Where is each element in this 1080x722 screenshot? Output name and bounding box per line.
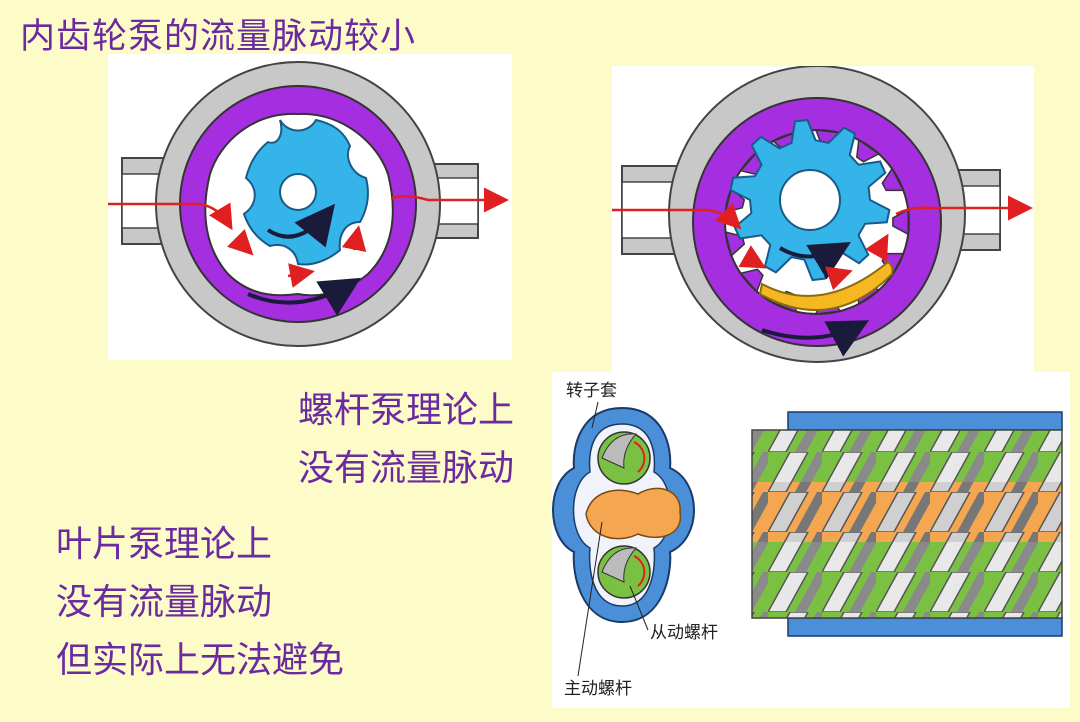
ring-gear-tooth <box>892 208 909 236</box>
chamber-flow-arrow <box>227 229 254 256</box>
vane-pump-note: 叶片泵理论上 没有流量脉动 但实际上无法避免 <box>56 516 344 690</box>
ring-gear-tooth <box>881 167 905 192</box>
driven-screw-leader <box>629 585 649 631</box>
chamber-flow-arrow <box>865 233 889 262</box>
driving-screw-label: 主动螺杆 <box>564 679 632 699</box>
page-title: 内齿轮泵的流量脉动较小 <box>20 17 417 57</box>
screw-pump-line-1: 螺杆泵理论上 <box>298 390 515 431</box>
screw-pump-note: 螺杆泵理论上 没有流量脉动 <box>298 382 514 498</box>
rotor-sleeve-label: 转子套 <box>566 381 617 401</box>
vane-pump-line-1: 叶片泵理论上 <box>56 524 273 565</box>
vane-pump-line-3: 但实际上无法避免 <box>56 640 345 681</box>
driven-screw-lower <box>752 542 1062 618</box>
inner-rotor-shaft <box>279 173 317 211</box>
screw-pump-diagram: 转子套 从动螺杆 主动螺杆 <box>552 372 1070 708</box>
outer-rotation-arrow <box>247 277 361 316</box>
driven-screw-top-flight <box>601 433 638 469</box>
driving-screw-leader <box>577 521 603 677</box>
casing-top <box>787 411 1063 431</box>
gerotor-pump-diagram <box>108 54 512 360</box>
rotation-arrow <box>633 441 646 473</box>
driven-screw-bottom-flight <box>601 547 638 583</box>
driven-screw-label: 从动螺杆 <box>650 623 718 643</box>
driving-screw <box>585 487 682 540</box>
screw-pump-line-2: 没有流量脉动 <box>298 448 515 489</box>
casing-bottom <box>787 617 1063 637</box>
inlet-flow-arrow <box>108 202 233 231</box>
outlet-flow-arrow <box>895 195 1033 221</box>
chamber-flow-arrow <box>738 245 767 269</box>
ring-gear-tooth <box>856 138 881 163</box>
outer-rotation-arrow <box>761 320 870 357</box>
crescent-separator <box>758 260 894 311</box>
chamber-flow-arrow <box>341 225 367 253</box>
crescent-gear-pump-diagram <box>612 65 1034 372</box>
vane-pump-line-2: 没有流量脉动 <box>56 582 273 623</box>
rotor-sleeve-leader <box>591 401 599 429</box>
chamber-flow-arrow <box>287 263 315 288</box>
rotation-arrow <box>633 555 646 587</box>
inlet-flow-arrow <box>612 203 742 230</box>
chamber-flow-arrow <box>825 266 853 291</box>
inner-rotation-arrow <box>778 241 851 280</box>
inner-rotation-arrow <box>266 203 335 248</box>
inner-gear-shaft <box>779 169 841 231</box>
screw-section-frame <box>751 429 1063 619</box>
ring-gear-tooth <box>739 268 764 294</box>
outlet-flow-arrow <box>391 187 509 213</box>
